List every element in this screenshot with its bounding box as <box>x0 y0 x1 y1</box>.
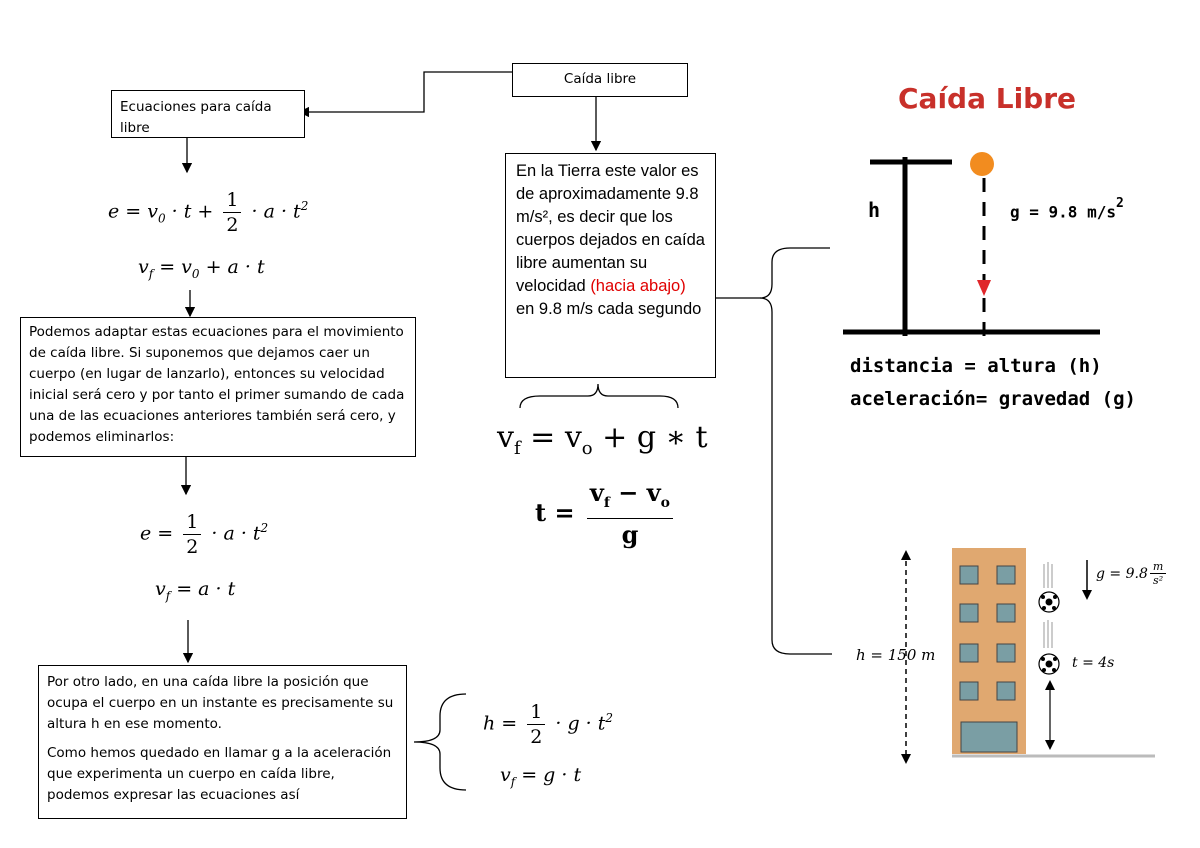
soccer-ball-upper <box>1038 591 1060 613</box>
figure1-line2: aceleración= gravedad (g) <box>850 388 1136 410</box>
figure2-g-unit-den: s² <box>1153 574 1164 587</box>
figure1-g-label: g = 9.8 m/s2 <box>1010 196 1124 222</box>
figure1-title: Caída Libre <box>898 82 1077 115</box>
figure1-diagram <box>843 152 1100 336</box>
tierra-text-red: (hacia abajo) <box>590 277 686 295</box>
tierra-text-end: en 9.8 m/s cada segundo <box>516 300 702 318</box>
figure1-line1: distancia = altura (h) <box>850 355 1102 377</box>
arrow-to-ecuaciones <box>298 71 512 118</box>
red-down-arrow <box>977 280 991 296</box>
soccer-ball-lower <box>1038 653 1060 675</box>
figure2-h-label: h = 150 m <box>856 646 936 664</box>
caida-libre-box: Caída libre <box>512 63 688 97</box>
caida-libre-label: Caída libre <box>563 71 637 87</box>
tierra-box: En la Tierra este valor es de aproximada… <box>505 153 716 378</box>
figure2-diagram <box>901 548 1155 764</box>
brace-to-figures <box>716 247 830 299</box>
adaptar-text: Podemos adaptar estas ecuaciones para el… <box>29 324 405 445</box>
figure2-t-label: t = 4s <box>1072 655 1115 671</box>
otro-lado-p2: Como hemos quedado en llamar g a la acel… <box>47 745 392 803</box>
figure2-g-text: g = 9.8 <box>1096 565 1148 582</box>
falling-ball <box>970 152 994 176</box>
figure2-g-label: g = 9.8 m s² <box>1096 560 1170 587</box>
otro-lado-p1: Por otro lado, en una caída libre la pos… <box>47 674 394 732</box>
adaptar-box: Podemos adaptar estas ecuaciones para el… <box>20 317 416 457</box>
ecuaciones-label: Ecuaciones para caída libre <box>120 99 272 136</box>
equation-vf-big: vf = vo + g ∗ t <box>497 420 708 459</box>
figure1-h-label: h <box>868 198 881 222</box>
equation-velocity-general: vf = v0 + a · t <box>138 256 265 281</box>
tierra-text: En la Tierra este valor es de aproximada… <box>516 160 705 321</box>
figure1-g-text: g = 9.8 m/s <box>1010 202 1116 222</box>
equation-velocity-freefall: vf = g · t <box>500 764 582 789</box>
brace-under-tierra <box>519 383 679 409</box>
brace-left-equations <box>413 693 467 791</box>
tierra-text-main: En la Tierra este valor es de aproximada… <box>516 162 705 295</box>
otro-lado-box: Por otro lado, en una caída libre la pos… <box>38 665 407 819</box>
equation-velocity-simplified: vf = a · t <box>155 578 236 603</box>
figure2-g-unit-num: m <box>1149 560 1167 574</box>
figure1-g-exp: 2 <box>1115 196 1124 211</box>
ecuaciones-box: Ecuaciones para caída libre <box>111 90 305 138</box>
